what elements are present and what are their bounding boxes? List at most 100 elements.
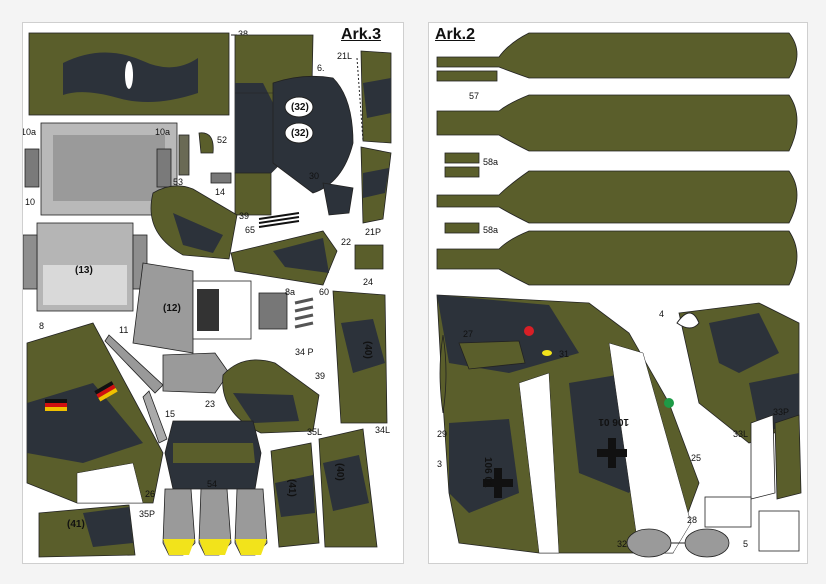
label-8: 8 <box>39 321 44 331</box>
label-27: 27 <box>463 329 473 339</box>
part-33P <box>774 414 802 500</box>
part-33L <box>750 414 776 500</box>
strip-4 <box>436 222 798 286</box>
part-8 <box>22 222 148 312</box>
label-10a-left: 10a <box>23 127 36 137</box>
strip-2 <box>436 94 798 152</box>
label-21P: 21P <box>365 227 381 237</box>
label-11: 11 <box>119 325 128 335</box>
part-5 <box>758 510 800 552</box>
part-14 <box>210 172 232 184</box>
mark-12: (12) <box>163 303 181 314</box>
label-58a-top: 58a <box>483 157 498 167</box>
red-marker <box>524 326 534 336</box>
label-24: 24 <box>363 277 373 287</box>
strip-3 <box>436 152 798 224</box>
label-53: 53 <box>173 177 183 187</box>
sheet-ark-3: Ark.3 38 6. <box>21 22 404 564</box>
parts-drawing-right: 57 58a 58a 106 01 106 01 <box>436 32 802 558</box>
part-34P <box>332 290 388 424</box>
label-35P: 35P <box>139 509 155 519</box>
label-14: 14 <box>215 187 225 197</box>
part-53 <box>178 134 190 176</box>
label-5: 5 <box>743 539 748 549</box>
label-15: 15 <box>165 409 175 419</box>
part-26 <box>26 322 164 504</box>
label-22: 22 <box>341 237 351 247</box>
part-10 <box>24 122 178 216</box>
part-31-shape <box>542 350 552 356</box>
label-29: 29 <box>437 429 447 439</box>
label-32: 32 <box>617 539 627 549</box>
part-29 <box>439 334 447 414</box>
part-28 <box>704 496 752 528</box>
part-60 <box>294 297 314 329</box>
mark-32-top: (32) <box>291 102 309 113</box>
part-65 <box>258 212 300 228</box>
part-30 <box>322 182 354 216</box>
label-31: 31 <box>559 349 569 359</box>
label-25: 25 <box>691 453 701 463</box>
label-28: 28 <box>687 515 697 525</box>
part-32 <box>626 528 730 558</box>
label-65: 65 <box>245 225 255 235</box>
part-8a <box>258 292 288 330</box>
label-34P: 34 P <box>295 347 314 357</box>
part-23 <box>164 420 262 490</box>
iron-cross-right <box>597 438 627 468</box>
iron-cross-left <box>483 468 513 498</box>
part-39-bottom <box>222 359 320 434</box>
part-35L <box>270 442 320 548</box>
part-54 <box>162 488 268 556</box>
serial-right: 106 01 <box>598 416 629 427</box>
mark-13: (13) <box>75 265 93 276</box>
label-39-bottom: 39 <box>315 371 325 381</box>
sheet-title-right: Ark.2 <box>435 26 476 43</box>
mark-40: (40) <box>362 341 373 359</box>
flag-right <box>94 381 118 402</box>
part-38 <box>28 32 237 116</box>
part-15 <box>104 334 230 444</box>
part-cockpit-32 <box>272 75 354 194</box>
label-54: 54 <box>207 479 217 489</box>
sheet-ark-2: Ark.2 57 58a 58a <box>428 22 808 564</box>
label-33P: 33P <box>773 407 789 417</box>
label-57: 57 <box>469 91 479 101</box>
label-38: 38 <box>238 29 248 39</box>
part-52 <box>198 132 214 154</box>
label-23: 23 <box>205 399 215 409</box>
part-21L <box>356 50 392 144</box>
part-35P <box>38 504 136 558</box>
label-39-top: 39 <box>239 211 249 221</box>
part-27 <box>458 340 526 370</box>
part-22 <box>230 230 338 286</box>
label-21L: 21L <box>337 51 352 61</box>
label-3: 3 <box>437 459 442 469</box>
label-10a-right: 10a <box>155 127 170 137</box>
label-26: 26 <box>145 489 155 499</box>
label-52: 52 <box>217 135 227 145</box>
label-34L: 34L <box>375 425 390 435</box>
label-33L: 33L <box>733 429 748 439</box>
part-34L <box>318 428 378 548</box>
part-11 <box>132 262 252 354</box>
label-6: 6. <box>317 63 325 73</box>
strip-1 <box>436 32 798 82</box>
part-3 <box>436 294 700 554</box>
part-21P <box>360 146 392 224</box>
mark-41-lower: (41) <box>67 519 85 530</box>
label-58a-bottom: 58a <box>483 225 498 235</box>
label-4: 4 <box>659 309 664 319</box>
label-35L: 35L <box>307 427 322 437</box>
green-marker <box>664 398 674 408</box>
mark-40-lower: (40) <box>334 463 345 481</box>
flag-left <box>45 399 67 411</box>
sheet-title-left: Ark.3 <box>341 26 382 43</box>
label-10: 10 <box>25 197 35 207</box>
part-39-top <box>150 185 238 260</box>
part-24 <box>354 244 384 270</box>
serial-left: 106 01 <box>482 457 493 488</box>
mark-41: (41) <box>286 479 297 497</box>
label-8a: 8a <box>285 287 295 297</box>
